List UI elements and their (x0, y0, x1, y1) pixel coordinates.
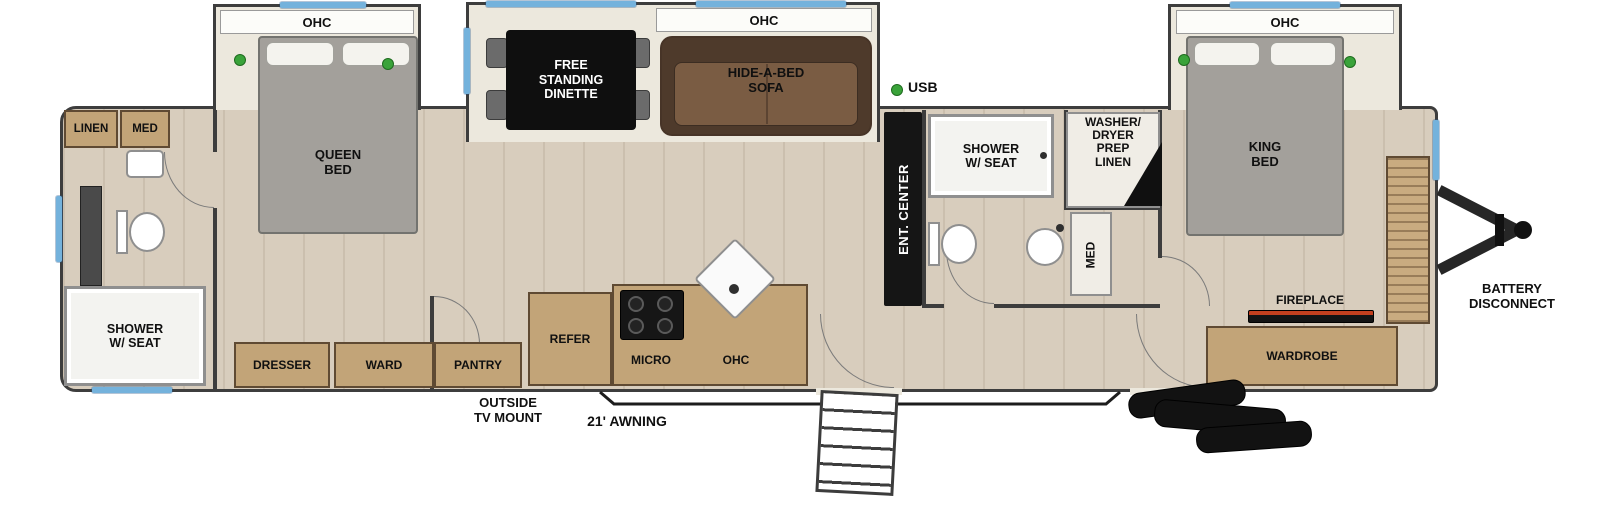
shower-rear: SHOWER W/ SEAT (64, 286, 206, 386)
fireplace (1248, 310, 1374, 323)
toilet-tank-rear (116, 210, 128, 254)
dresser: DRESSER (234, 342, 330, 388)
burner (657, 318, 673, 334)
wall (213, 208, 217, 390)
dinette-chair (486, 38, 508, 68)
burner (628, 296, 644, 312)
med-label: MED (132, 123, 158, 135)
med-mid-label-wrap: MED (1076, 224, 1104, 286)
usb-indicator (1178, 54, 1190, 66)
entry-steps (815, 390, 899, 496)
shower-rear-label: SHOWER W/ SEAT (106, 322, 164, 350)
king-bed-label: KING BED (1248, 139, 1282, 169)
vanity-counter-rear (80, 186, 102, 286)
medicine-cabinet-mid (1070, 212, 1112, 296)
usb-indicator (382, 58, 394, 70)
shower-mid-label: SHOWER W/ SEAT (962, 142, 1020, 170)
toilet-tank-mid (928, 222, 940, 266)
refer-label: REFER (549, 332, 591, 346)
burner (657, 296, 673, 312)
hide-a-bed-sofa (660, 36, 872, 136)
sofa-label: HIDE-A-BED SOFA (727, 65, 805, 95)
dinette-table: FREE STANDING DINETTE (506, 30, 636, 130)
burner (628, 318, 644, 334)
usb-indicator (234, 54, 246, 66)
closet-unit (1386, 156, 1430, 324)
window (92, 387, 172, 393)
dresser-label: DRESSER (252, 358, 311, 372)
pillow (1270, 42, 1336, 66)
micro-label: MICRO (631, 353, 671, 367)
window (1230, 2, 1340, 8)
med-mid-label: MED (1082, 241, 1097, 269)
wall (926, 304, 944, 308)
dinette-chair (486, 90, 508, 120)
toilet-mid (941, 224, 977, 264)
overhead-cabinet-rear: OHC (220, 10, 414, 34)
kitchen-ohc-label: OHC (722, 353, 750, 367)
medicine-cabinet-rear: MED (120, 110, 170, 148)
washer-dryer-label: WASHER/ DRYER PREP LINEN (1084, 115, 1141, 169)
pillow (1194, 42, 1260, 66)
window (464, 28, 470, 94)
pantry: PANTRY (434, 342, 522, 388)
ohc-label: OHC (1270, 14, 1300, 30)
stove (620, 290, 684, 340)
pantry-label: PANTRY (454, 358, 502, 372)
awning-label: 21' AWNING (587, 413, 667, 429)
overhead-cabinet-front: OHC (1176, 10, 1394, 34)
shower-mid: SHOWER W/ SEAT (928, 114, 1054, 198)
ohc-label: OHC (302, 14, 332, 30)
faucet (729, 284, 739, 294)
bathroom-sink-rear (126, 150, 164, 178)
usb-indicator (891, 84, 903, 96)
queen-bed (258, 36, 418, 234)
bathroom-sink-mid (1026, 228, 1064, 266)
overhead-cabinet-living: OHC (656, 8, 872, 32)
queen-bed-label: QUEEN BED (314, 147, 362, 177)
wardrobe-label: WARDROBE (1266, 349, 1338, 363)
dinette-label: FREE STANDING DINETTE (538, 58, 604, 102)
ent-center-label: ENT. CENTER (895, 163, 911, 255)
ward-label: WARD (365, 358, 403, 372)
hitch (1437, 185, 1532, 275)
battery-disconnect-label: BATTERY DISCONNECT (1469, 281, 1555, 311)
window (1433, 120, 1439, 180)
shower-head (1040, 152, 1047, 159)
toilet-rear (129, 212, 165, 252)
outside-tv-mount-label: OUTSIDE TV MOUNT (474, 395, 542, 425)
usb-indicator (1344, 56, 1356, 68)
window (486, 1, 636, 7)
usb-label: USB (908, 79, 938, 95)
king-bed (1186, 36, 1344, 236)
wall (922, 110, 926, 308)
linen-label: LINEN (73, 123, 109, 135)
pillow (342, 42, 410, 66)
refrigerator: REFER (528, 292, 612, 386)
window (696, 1, 846, 7)
window (280, 2, 366, 8)
wall (1064, 206, 1160, 210)
fireplace-label: FIREPLACE (1275, 293, 1344, 307)
entertainment-center: ENT. CENTER (884, 112, 922, 306)
sofa-cushion-divider (766, 64, 768, 124)
faucet (1056, 224, 1064, 232)
linen-cabinet: LINEN (64, 110, 118, 148)
window (56, 196, 62, 262)
wardrobe-rear: WARD (334, 342, 434, 388)
wall (994, 304, 1160, 308)
ohc-label: OHC (749, 12, 779, 28)
wardrobe-front: WARDROBE (1206, 326, 1398, 386)
pillow (266, 42, 334, 66)
wall (213, 110, 217, 152)
